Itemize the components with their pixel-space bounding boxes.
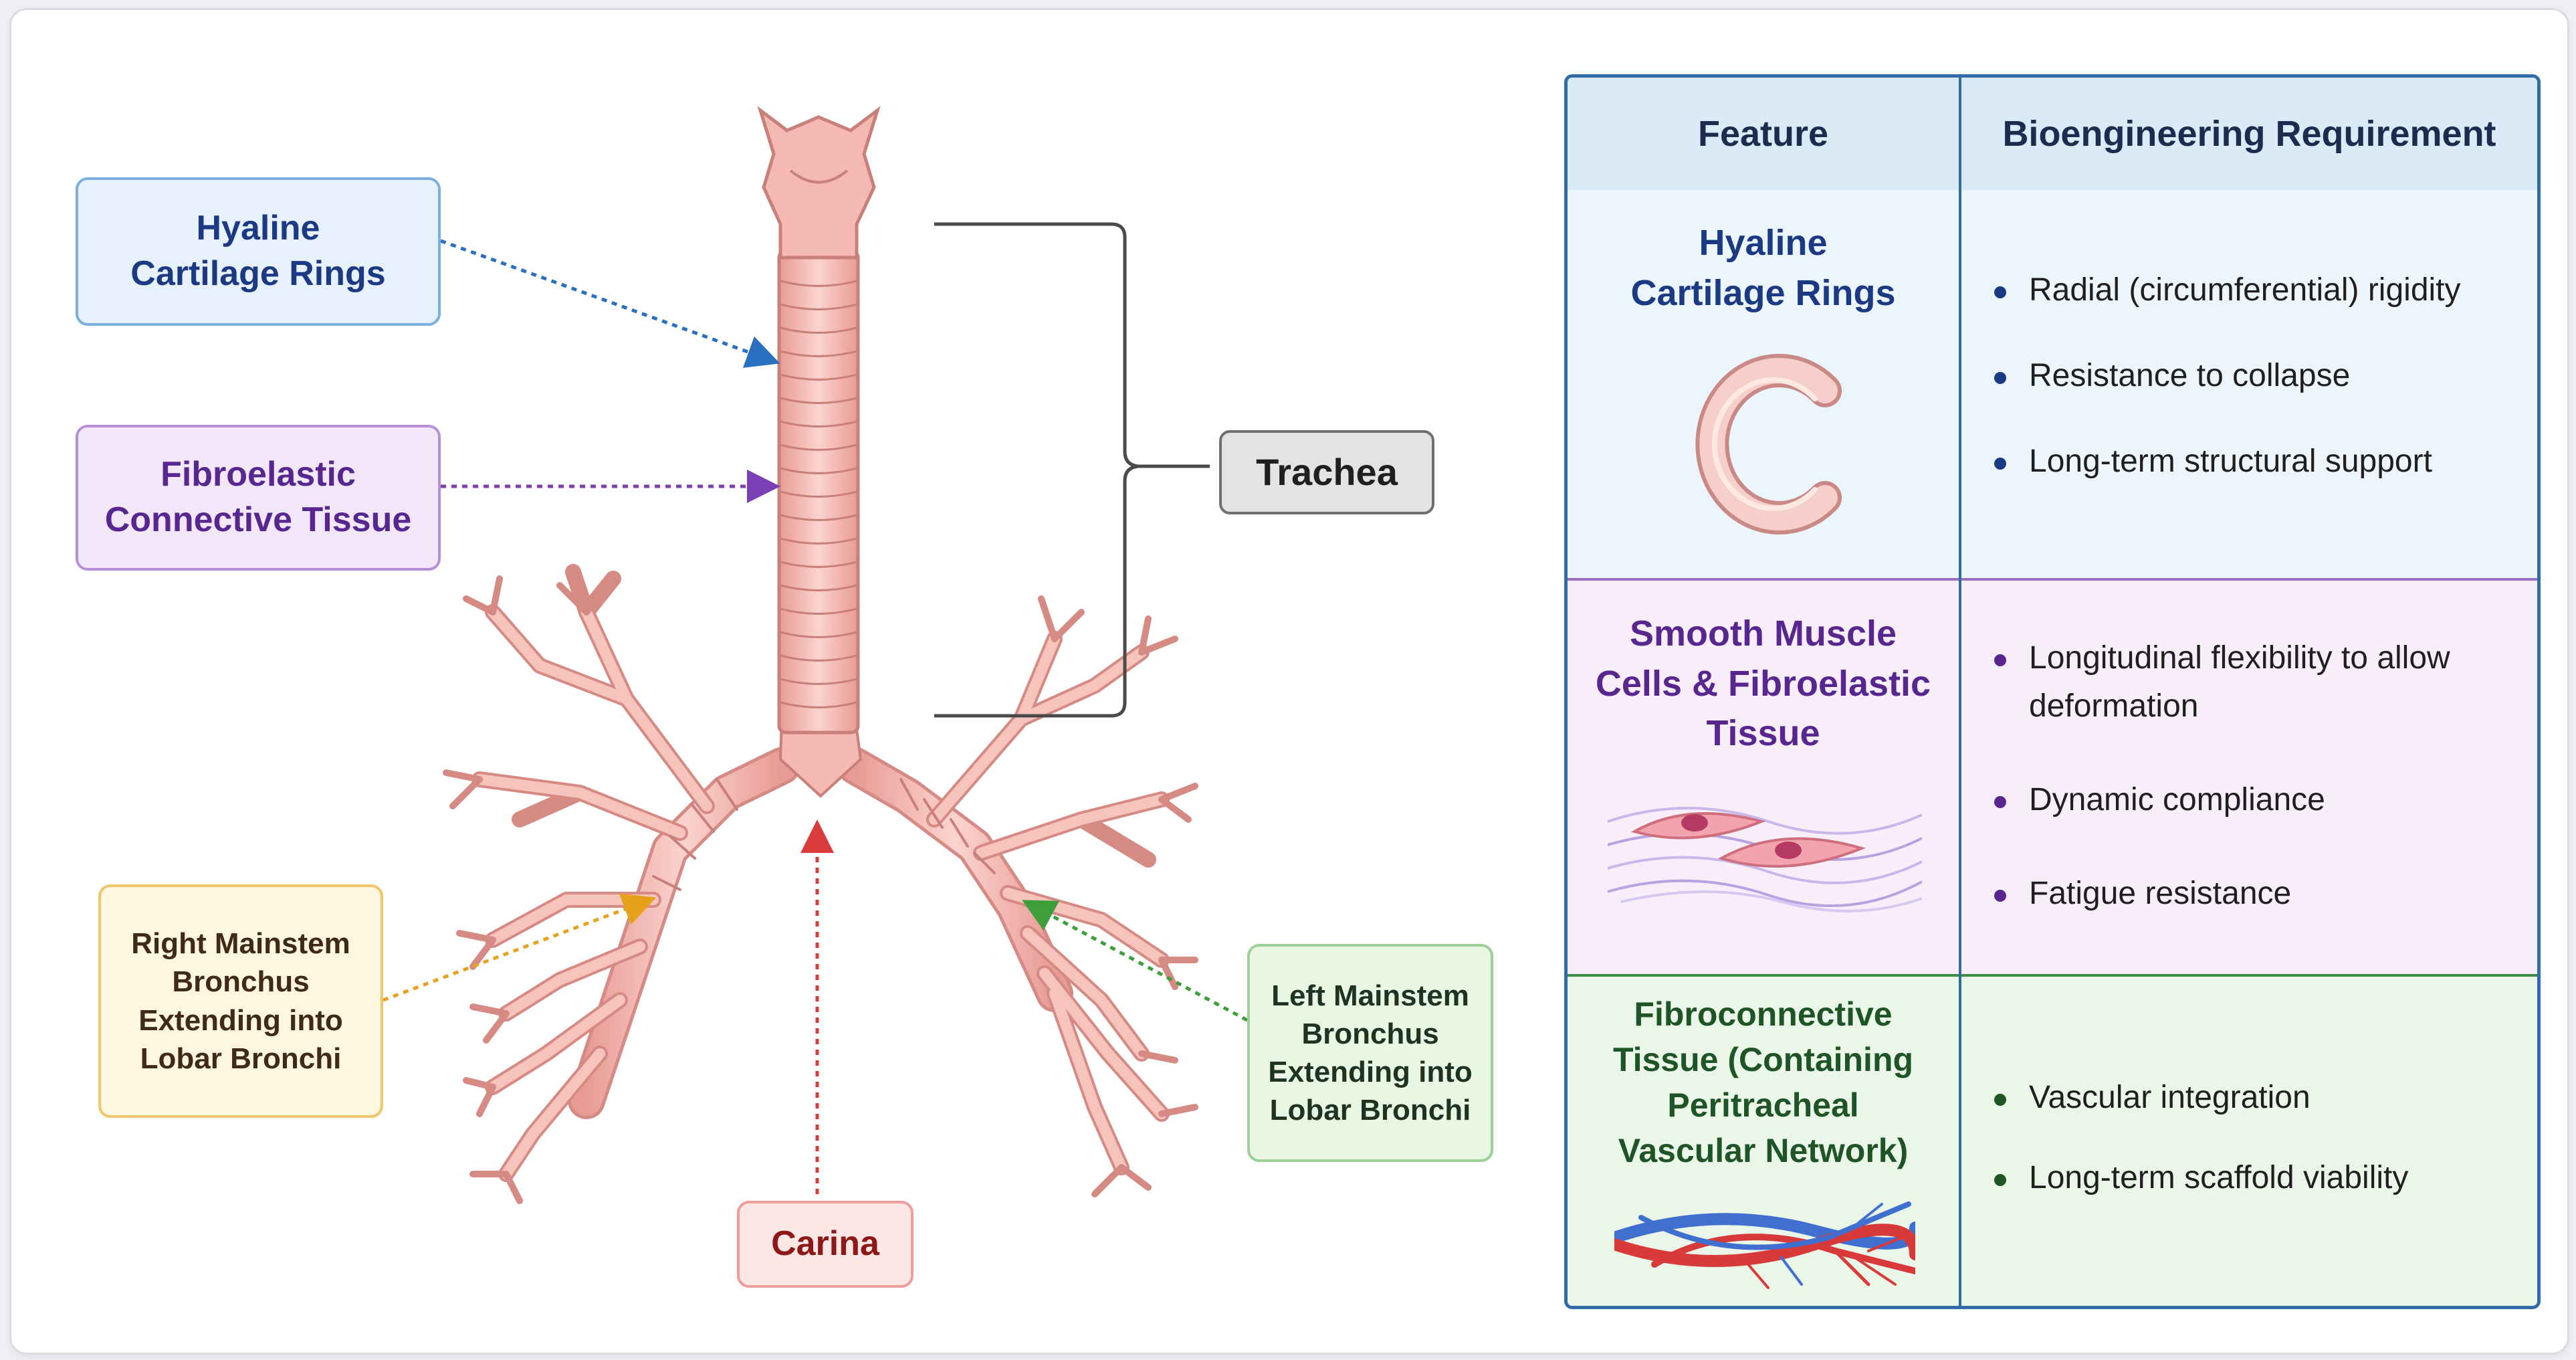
left-bronchus-arrow: [1022, 900, 1249, 1022]
hyaline-arrow: [440, 239, 780, 368]
bullet-dot: [1994, 1174, 2006, 1186]
requirement-list: Longitudinal flexibility to allow deform…: [1982, 634, 2524, 963]
fibroelastic-tissue-label-text: Fibroelastic Connective Tissue: [104, 455, 412, 539]
trachea-label-text: Trachea: [1256, 450, 1398, 493]
bullet-dot: [1994, 458, 2006, 470]
trachea-bracket: [934, 222, 1139, 718]
left-bronchus-label: Left Mainstem Bronchus Extending into Lo…: [1247, 944, 1493, 1162]
feature-cell: Fibroconnective Tissue (Containing Perit…: [1612, 995, 1914, 1169]
list-item: Dynamic compliance: [1982, 776, 2524, 824]
list-item: Long-term scaffold viability: [1982, 1154, 2524, 1202]
requirement-text: Long-term scaffold viability: [2029, 1160, 2409, 1195]
cartilage-ring-icon: [1695, 354, 1842, 535]
requirement-text: Vascular integration: [2029, 1080, 2311, 1115]
bullet-dot: [1994, 372, 2006, 384]
bullet-dot: [1994, 286, 2006, 298]
airway-illustration: [383, 106, 1249, 1204]
left-bronchus-label-text: Left Mainstem Bronchus Extending into Lo…: [1268, 979, 1473, 1127]
list-item: Resistance to collapse: [1982, 352, 2524, 400]
requirement-list: Radial (circumferential) rigidity Resist…: [1982, 266, 2524, 523]
right-bronchus-arrow: [383, 893, 657, 1002]
trachea-label: Trachea: [1219, 430, 1434, 514]
requirement-list: Vascular integration Long-term scaffold …: [1982, 1074, 2524, 1234]
requirement-text: Radial (circumferential) rigidity: [2029, 272, 2461, 308]
carina-label-text: Carina: [771, 1224, 879, 1264]
column-divider: [1959, 78, 1961, 1306]
right-bronchus-label: Right Mainstem Bronchus Extending into L…: [98, 884, 383, 1118]
list-item: Vascular integration: [1982, 1074, 2524, 1122]
trachea-tube: [777, 249, 860, 735]
feature-column-header: Feature: [1697, 114, 1829, 154]
requirement-text: Fatigue resistance: [2029, 876, 2292, 911]
fibroelastic-tissue-label: Fibroelastic Connective Tissue: [76, 425, 441, 571]
table-header: Feature Bioengineering Requirement: [1568, 78, 2537, 193]
bronchial-tree: [443, 564, 1198, 1204]
list-item: Long-term structural support: [1982, 438, 2524, 486]
vascular-network-icon: [1614, 1201, 1915, 1289]
requirement-text: Resistance to collapse: [2029, 358, 2351, 393]
requirement-text: Long-term structural support: [2029, 444, 2432, 479]
hyaline-cartilage-label: Hyaline Cartilage Rings: [76, 177, 441, 326]
feature-cell: Hyaline Cartilage Rings: [1630, 223, 1896, 313]
diagram-frame: Hyaline Cartilage Rings Fibroelastic Con…: [9, 8, 2569, 1355]
list-item: Longitudinal flexibility to allow deform…: [1982, 634, 2524, 731]
larynx: [757, 106, 881, 260]
list-item: Fatigue resistance: [1982, 870, 2524, 918]
requirement-text: Dynamic compliance: [2029, 782, 2325, 817]
feature-cell: Smooth Muscle Cells & Fibroelastic Tissu…: [1595, 613, 1931, 754]
smooth-muscle-cells-icon: [1608, 807, 1922, 912]
list-item: Radial (circumferential) rigidity: [1982, 266, 2524, 314]
hyaline-cartilage-label-text: Hyaline Cartilage Rings: [130, 209, 386, 293]
table-row: Hyaline Cartilage Rings Radial (circumfe…: [1568, 190, 2537, 578]
requirements-table: Feature Bioengineering Requirement Hyali…: [1564, 74, 2541, 1309]
right-bronchus-label-text: Right Mainstem Bronchus Extending into L…: [131, 927, 350, 1075]
requirement-column-header: Bioengineering Requirement: [2002, 114, 2496, 154]
carina-label: Carina: [737, 1201, 914, 1288]
bullet-dot: [1994, 890, 2006, 902]
requirement-text: Longitudinal flexibility to allow deform…: [2029, 640, 2450, 724]
table-row: Smooth Muscle Cells & Fibroelastic Tissu…: [1568, 578, 2537, 974]
table-row: Fibroconnective Tissue (Containing Perit…: [1568, 974, 2537, 1306]
bullet-dot: [1994, 796, 2006, 808]
bullet-dot: [1994, 654, 2006, 666]
bullet-dot: [1994, 1094, 2006, 1106]
